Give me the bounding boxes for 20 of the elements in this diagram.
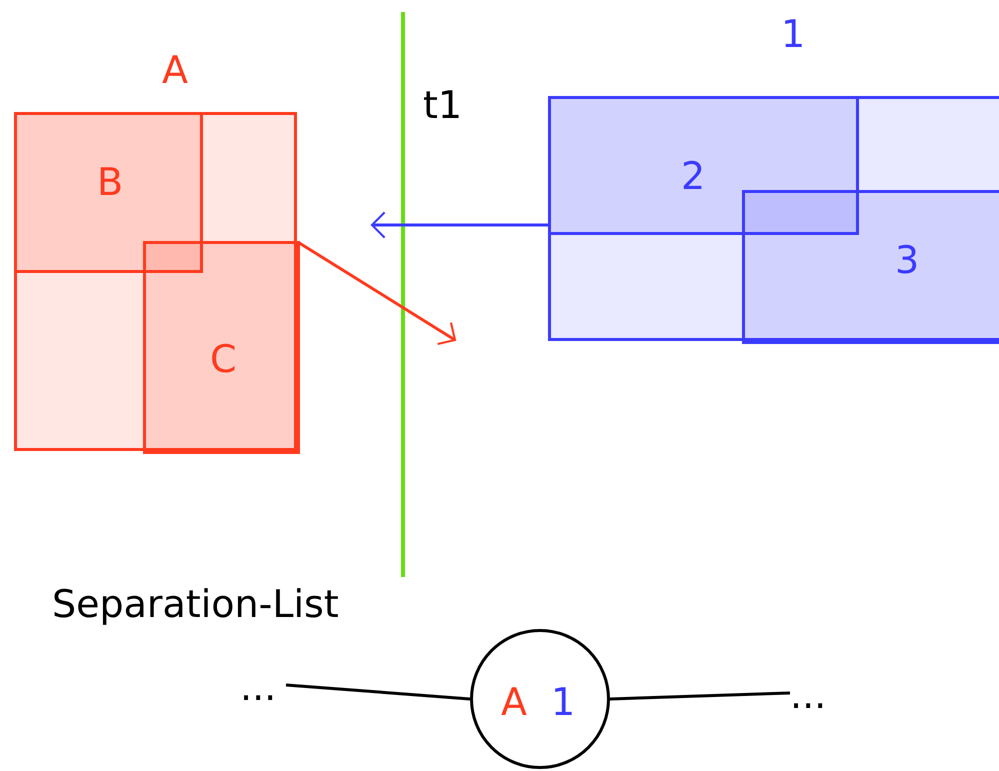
region-label: B — [97, 163, 124, 201]
region-box — [14, 112, 203, 273]
region-label: 1 — [781, 15, 806, 53]
ellipsis-text: ... — [790, 676, 826, 714]
ellipsis-text: ... — [240, 668, 276, 706]
connector-line — [286, 684, 470, 700]
connector-line — [610, 692, 790, 700]
node-label: A — [501, 683, 527, 721]
region-label: 2 — [681, 157, 706, 195]
arrow — [298, 241, 456, 346]
region-box — [548, 96, 859, 235]
region-label: C — [210, 340, 237, 378]
region-box — [742, 190, 999, 344]
line-label: t1 — [423, 86, 462, 124]
region-box — [143, 241, 300, 454]
node-label: 1 — [551, 683, 576, 721]
arrow — [370, 211, 550, 239]
region-label: A — [162, 51, 188, 89]
list-title: Separation-List — [52, 585, 339, 623]
region-label: 3 — [895, 241, 920, 279]
